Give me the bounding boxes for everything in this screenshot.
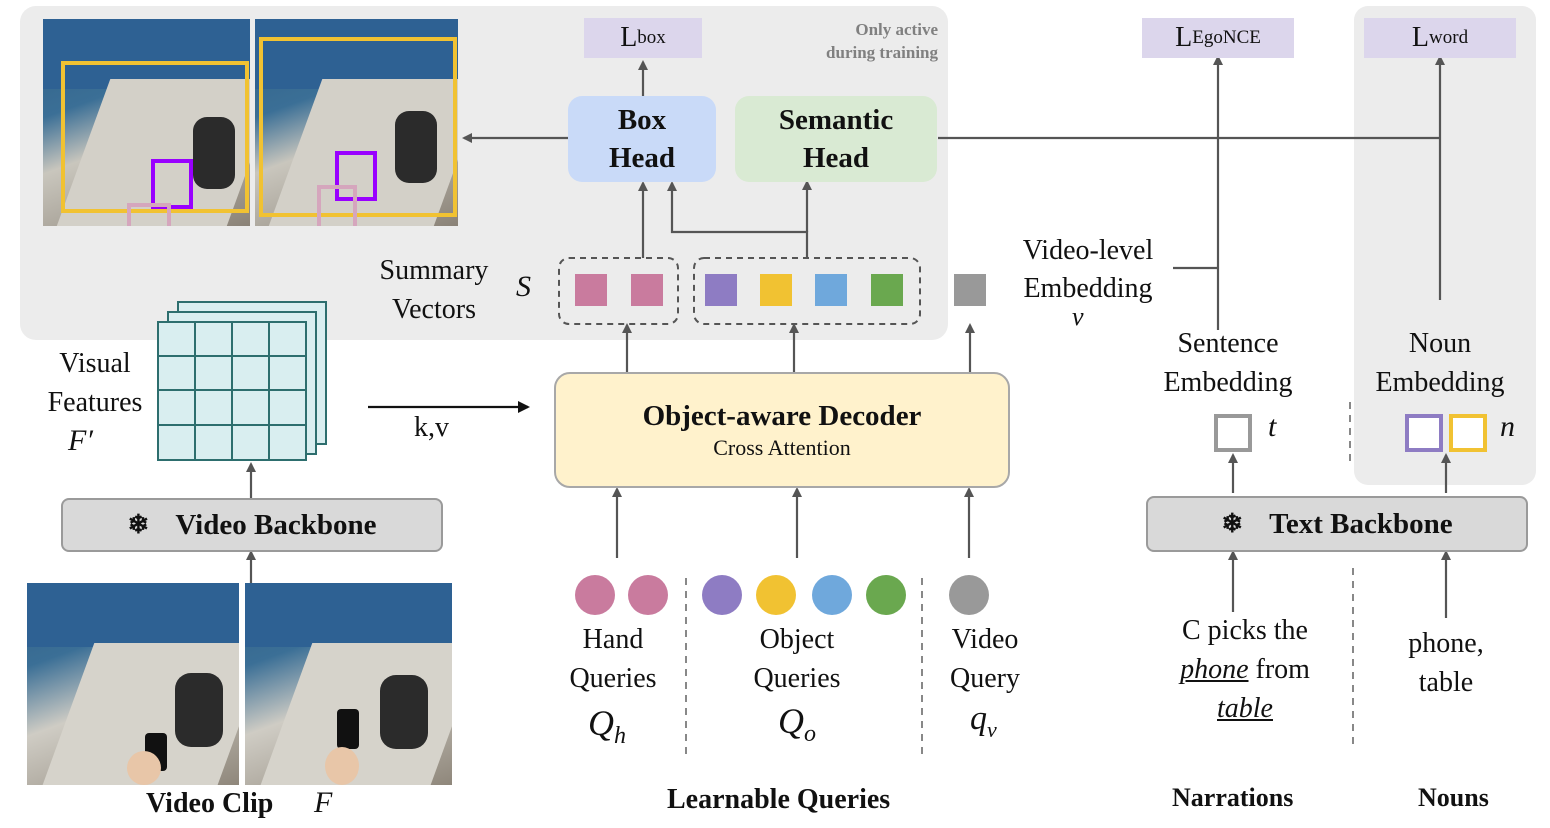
object-query <box>756 575 796 615</box>
snowflake-icon: ❄ <box>127 510 150 539</box>
sentence-embedding-vector <box>1214 414 1252 452</box>
noun-embedding-vector <box>1449 414 1487 452</box>
summary-vector-object <box>815 274 847 306</box>
sentence-symbol: t <box>1268 410 1277 443</box>
summary-vector-video <box>954 274 986 306</box>
video-query <box>949 575 989 615</box>
kv-label: k,v <box>414 412 449 443</box>
training-note: Only active during training <box>826 20 938 62</box>
video-clip-caption: Video Clip <box>146 788 274 819</box>
summary-vector-hand <box>631 274 663 306</box>
object-queries-symbol: Qo <box>778 701 816 748</box>
object-query <box>702 575 742 615</box>
summary-vector-object <box>705 274 737 306</box>
hand-query <box>575 575 615 615</box>
noun-symbol: n <box>1500 410 1515 443</box>
hand-queries-symbol: Qh <box>588 703 626 750</box>
detection-frame-2 <box>255 19 458 226</box>
narration-text: C picks the phone from table <box>1180 615 1310 724</box>
video-clip-frame-1 <box>27 583 239 785</box>
object-aware-decoder: Object-aware Decoder Cross Attention <box>554 372 1010 488</box>
video-clip-symbol: F <box>314 786 333 819</box>
summary-vector-object <box>871 274 903 306</box>
noun-embedding-vector <box>1405 414 1443 452</box>
learnable-queries-caption: Learnable Queries <box>667 784 891 815</box>
summary-vector-hand <box>575 274 607 306</box>
noun-panel <box>1354 6 1536 485</box>
object-query <box>812 575 852 615</box>
detection-frame-1 <box>43 19 250 226</box>
video-clip-frame-2 <box>245 583 452 785</box>
hand-query <box>628 575 668 615</box>
summary-symbol: S <box>516 270 531 303</box>
nouns-caption: Nouns <box>1418 783 1489 812</box>
object-query <box>866 575 906 615</box>
video-query-symbol: qv <box>970 700 997 742</box>
text-backbone: ❄ Text Backbone <box>1146 496 1528 552</box>
visual-features-grid <box>157 301 327 461</box>
summary-vector-object <box>760 274 792 306</box>
snowflake-icon: ❄ <box>1221 509 1244 538</box>
narrations-caption: Narrations <box>1172 783 1294 812</box>
visual-features-symbol: F′ <box>68 424 93 457</box>
nouns-text: phone,table <box>1408 628 1484 698</box>
video-backbone: ❄ Video Backbone <box>61 498 443 552</box>
video-level-symbol: v <box>1072 302 1084 331</box>
